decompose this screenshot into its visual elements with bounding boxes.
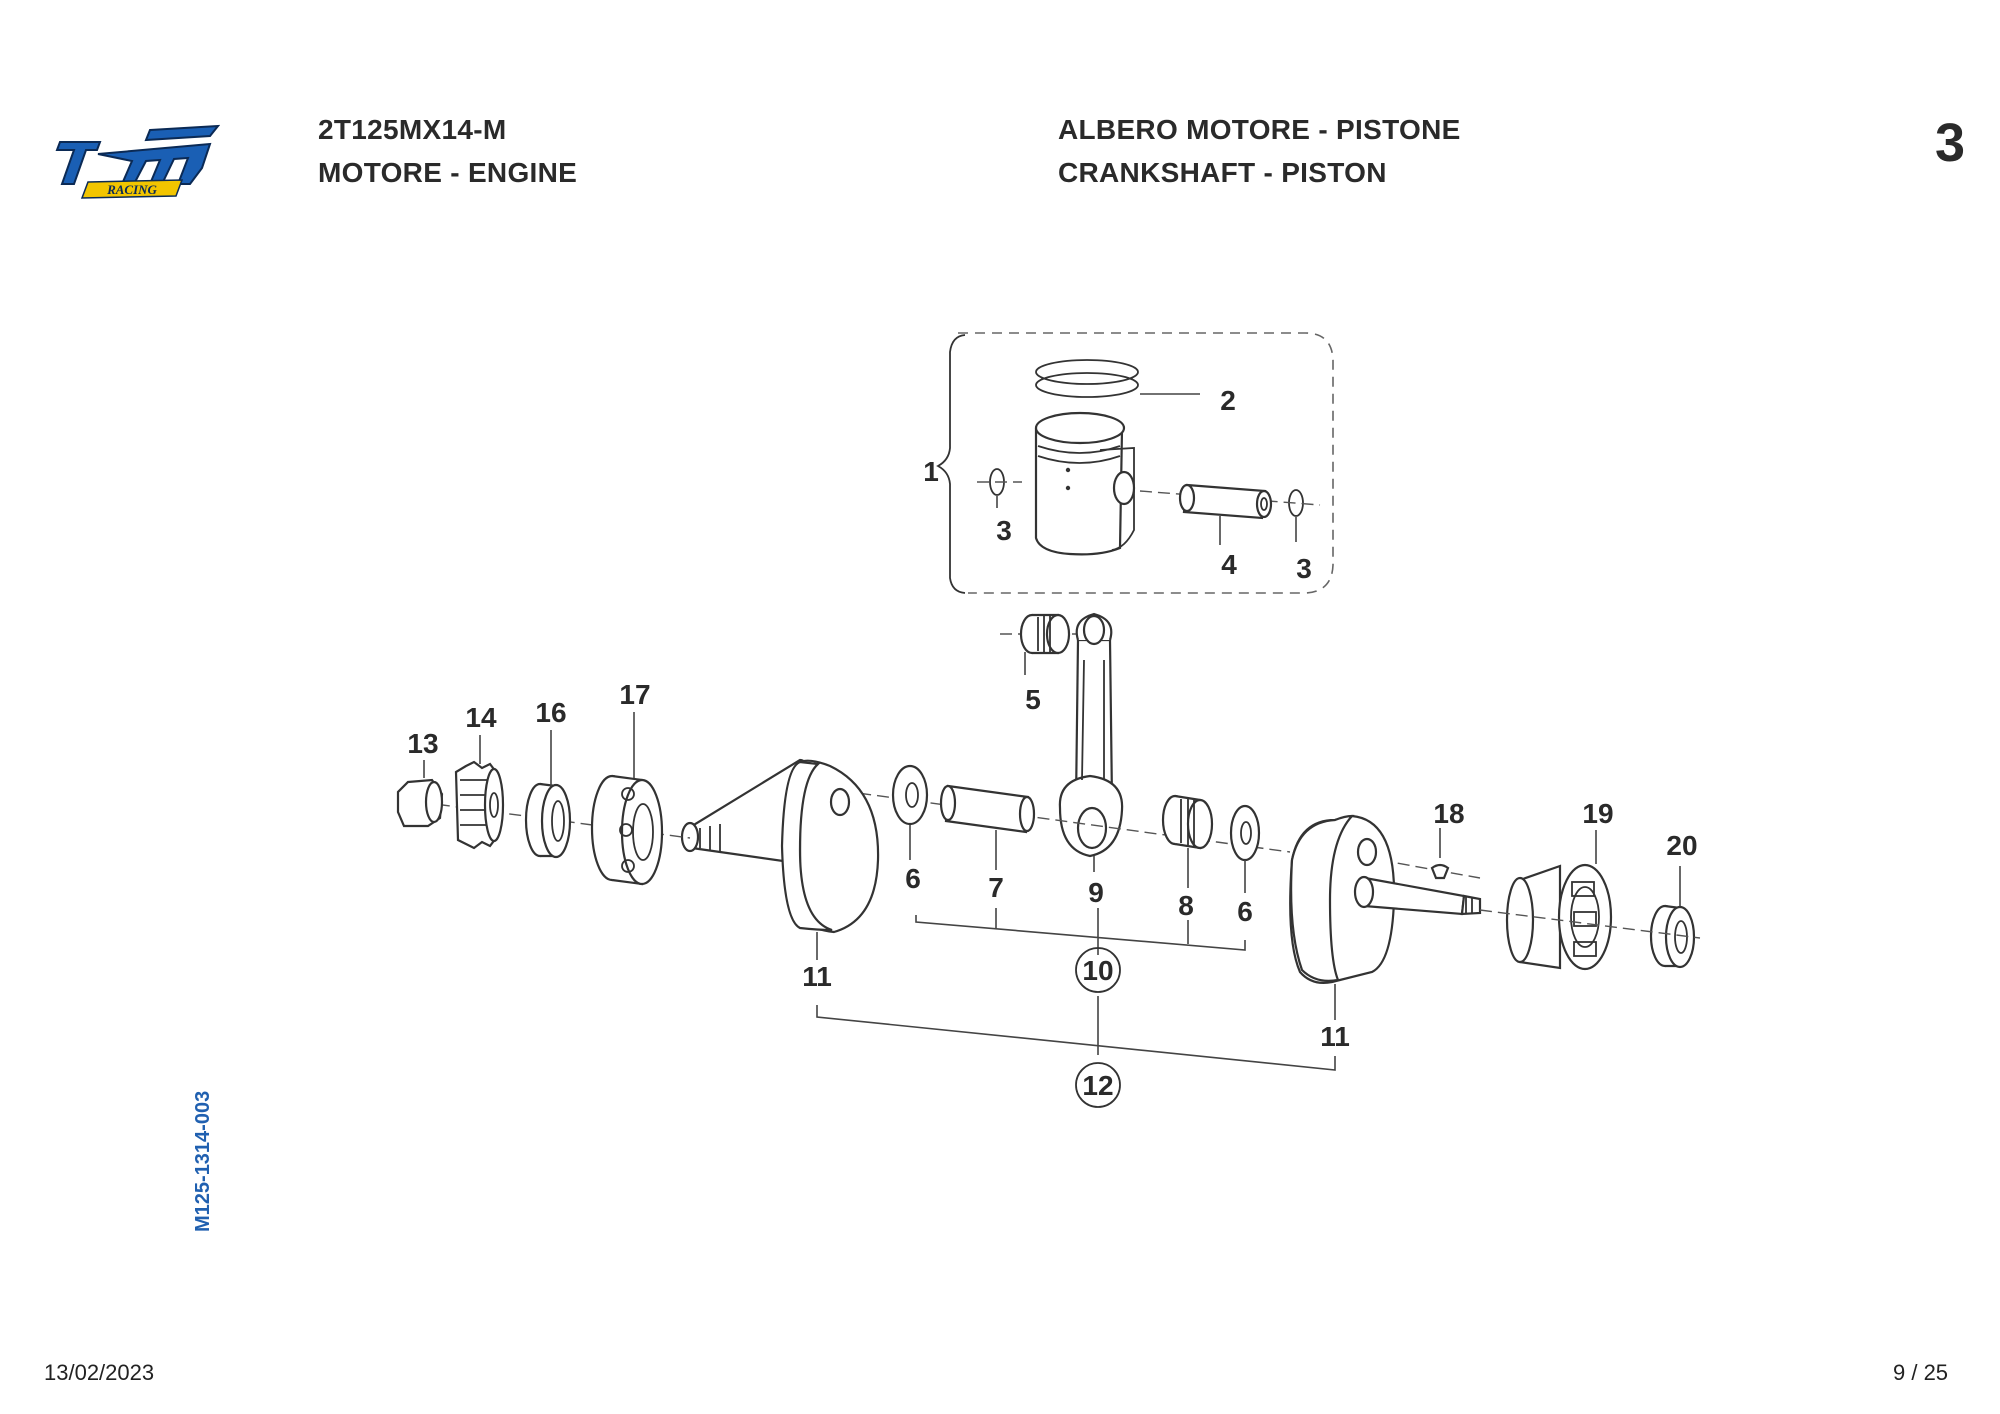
tm-racing-logo: RACING [55,124,220,199]
callout-19: 19 [1582,798,1613,829]
callout-circle-12 [1075,1062,1121,1108]
crankshaft-oil-seal-right [1649,904,1696,969]
piston-pin [1178,483,1273,520]
callout-6a: 6 [905,863,921,894]
footer-date: 13/02/2023 [44,1360,155,1385]
callout-11a: 11 [802,961,832,992]
crankshaft-oil-seal-left [524,782,572,859]
assembly-bracket-12 [816,996,1336,1071]
callout-12: 12 [1082,1070,1113,1101]
piston [1034,411,1136,556]
crankpin-thrust-washer-left [891,764,929,826]
main-bearing-left [590,774,664,886]
model-code: 2T125MX14-M [318,114,507,145]
main-bearing-right [1505,863,1613,971]
callout-14: 14 [465,702,497,733]
woodruff-key [1430,863,1450,880]
centerline-right-stack [1479,909,1701,939]
piston-kit-brace [936,334,966,594]
callout-7: 7 [988,872,1004,903]
crankpin [939,784,1036,834]
engine-group-title: MOTORE - ENGINE [318,157,578,188]
footer-page-number: 9 / 25 [1893,1360,1949,1385]
callout-16: 16 [535,697,566,728]
callout-5: 5 [1025,684,1041,715]
callout-11b: 11 [1320,1021,1350,1052]
svg-text:RACING: RACING [106,182,157,197]
connecting-rod [1058,612,1124,858]
primary-drive-gear [454,760,505,850]
piston-rings [1035,359,1139,398]
centerline-left-flywheel [1379,859,1481,879]
callout-18: 18 [1433,798,1464,829]
callout-6b: 6 [1237,896,1253,927]
logo-tm-letters [55,124,220,185]
table-number: 3 [1935,113,1966,173]
callout-1: 1 [923,456,939,487]
crank-flywheel-left [680,758,880,934]
small-end-needle-bearing [1000,613,1080,655]
callout-8: 8 [1178,890,1194,921]
callout-3b: 3 [1296,553,1312,584]
crankpin-thrust-washer-right [1229,804,1261,862]
callout-4: 4 [1221,549,1237,580]
table-title-italian: ALBERO MOTORE - PISTONE [1058,114,1461,145]
crank-flywheel-right [1289,814,1482,984]
crankshaft-nut [396,778,444,828]
callout-9: 9 [1088,877,1104,908]
assembly-bracket-10 [915,908,1246,955]
callout-17: 17 [619,679,650,710]
callout-20: 20 [1666,830,1697,861]
callout-3a: 3 [996,515,1012,546]
callout-2: 2 [1220,385,1236,416]
piston-kit-box [958,332,1334,594]
callout-13: 13 [407,728,438,759]
table-title-english: CRANKSHAFT - PISTON [1058,157,1387,188]
callout-10: 10 [1082,955,1113,986]
logo-racing-badge: RACING [80,179,184,199]
callout-circle-10 [1075,947,1121,993]
big-end-needle-bearing [1161,794,1214,850]
